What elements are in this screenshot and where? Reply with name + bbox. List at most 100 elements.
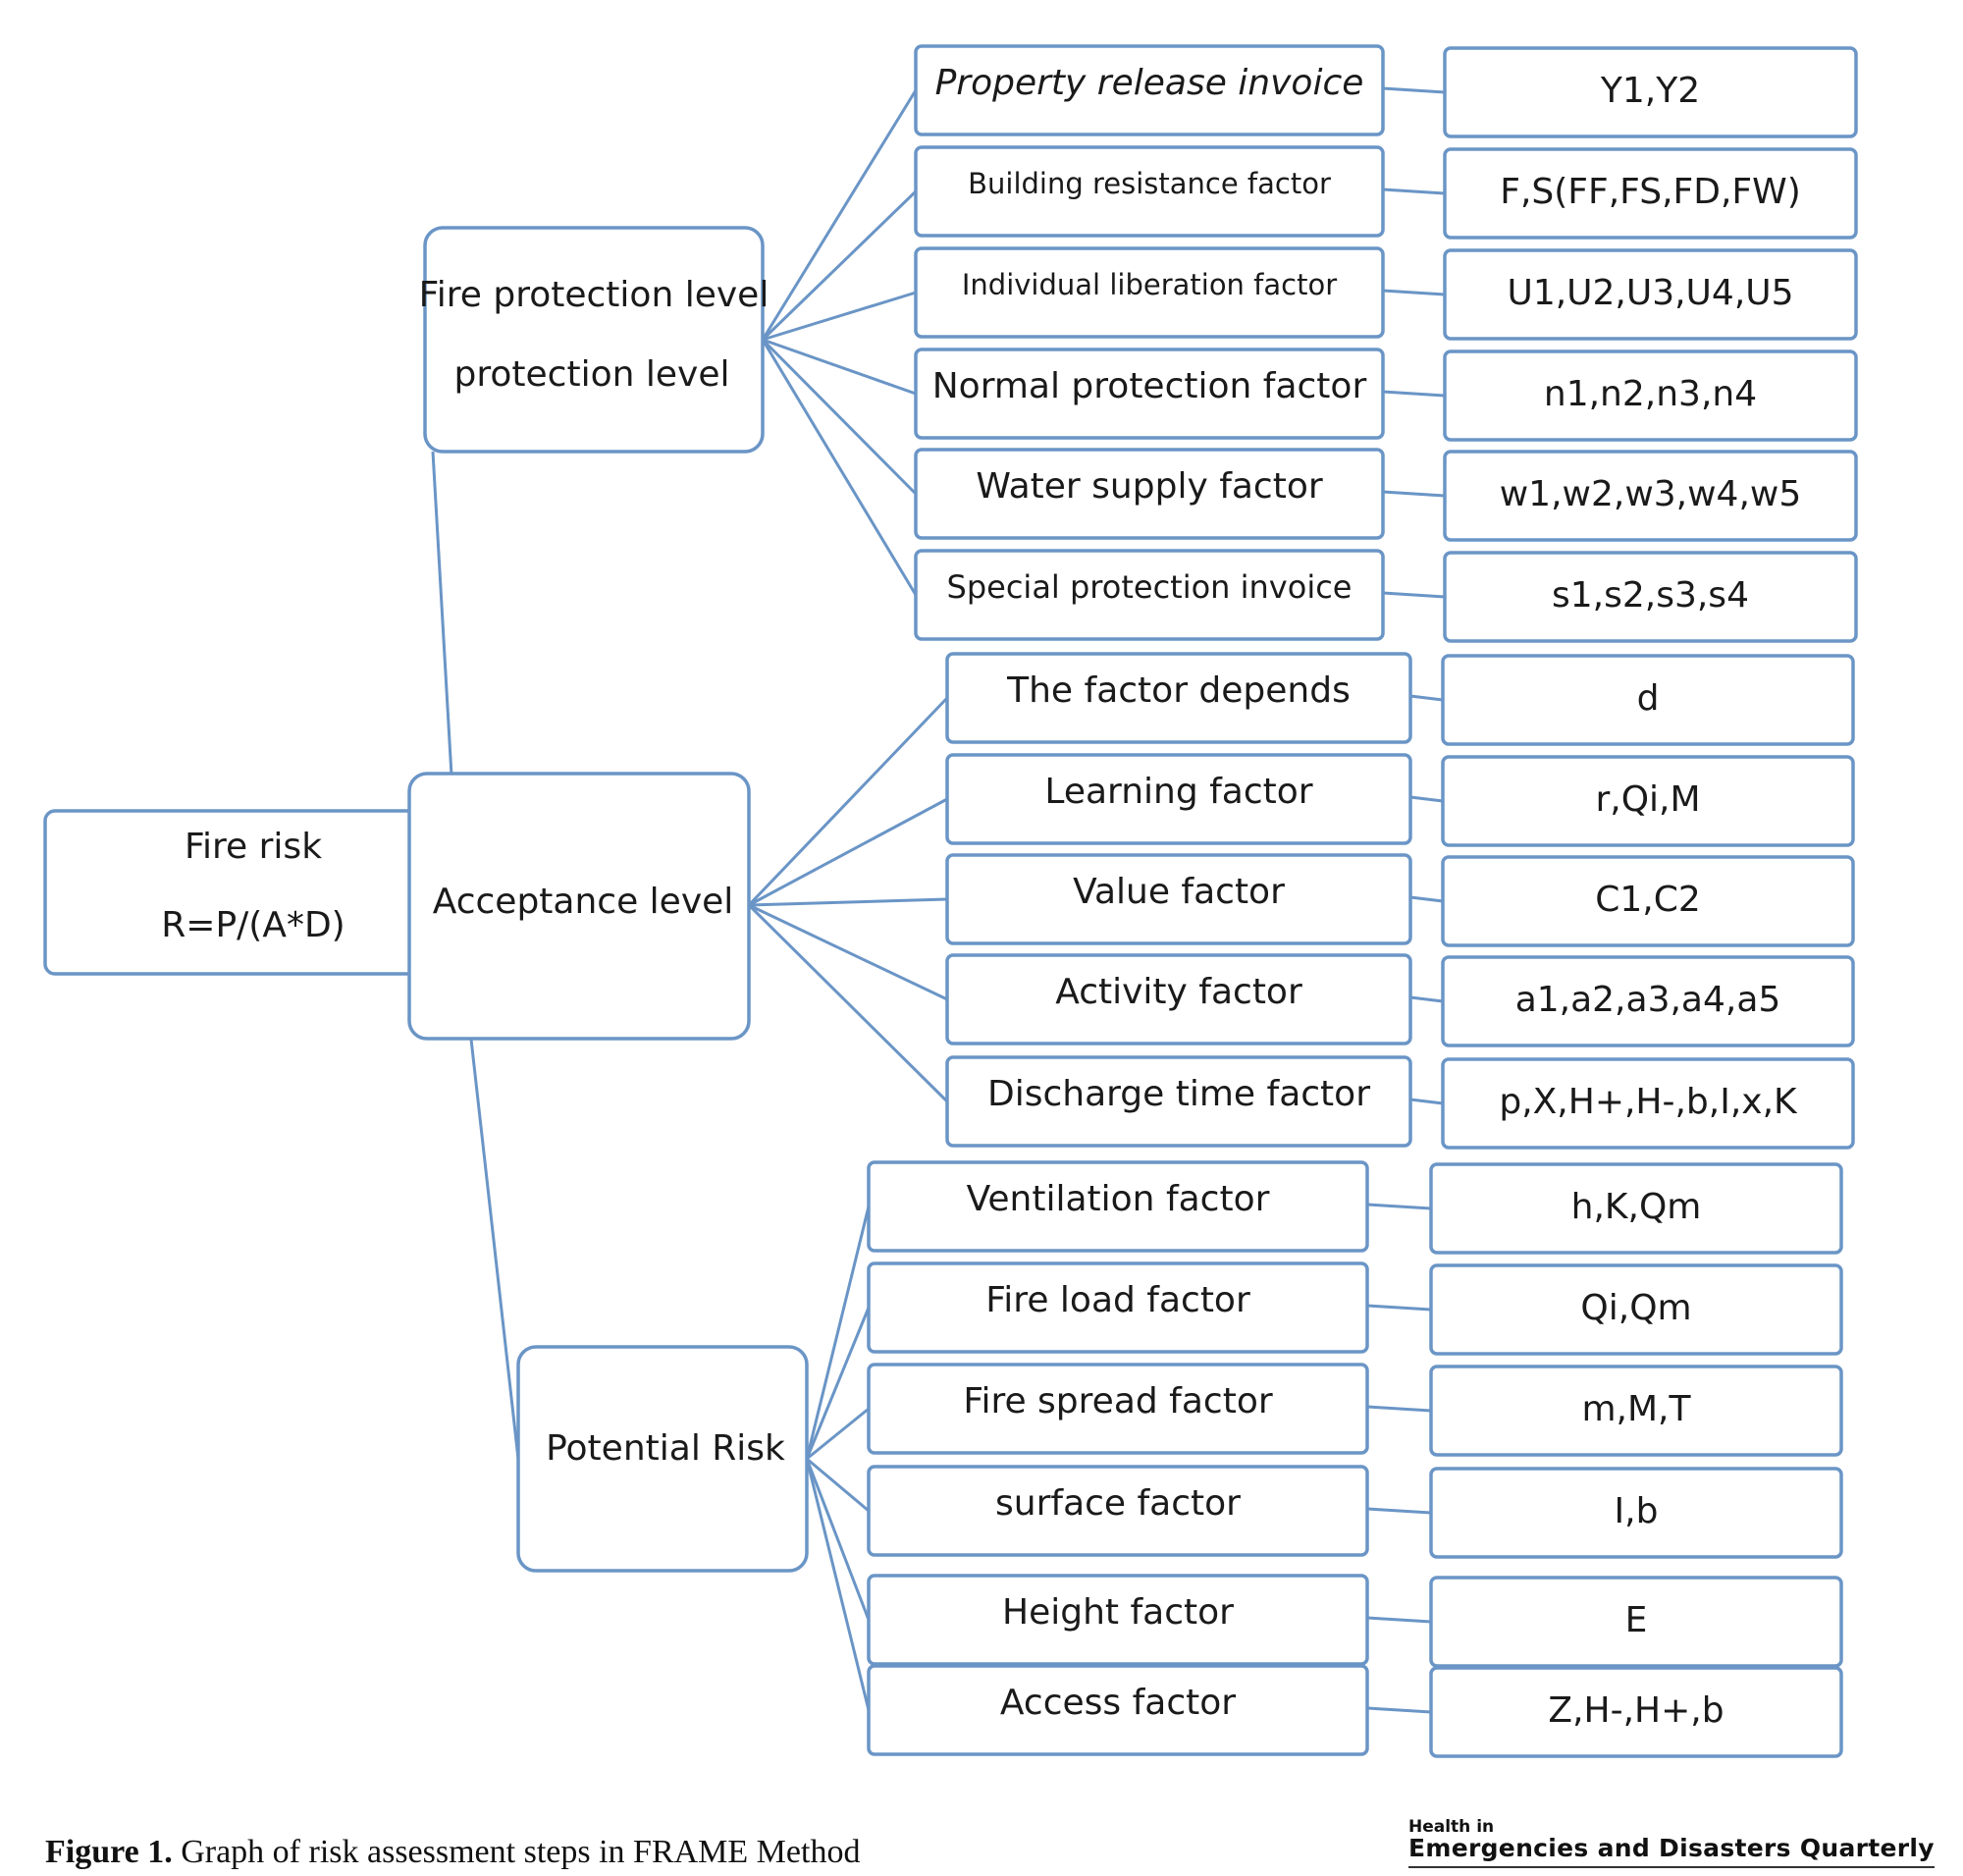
branch-label-line: Potential Risk	[546, 1428, 785, 1469]
trunk-connector-upper	[431, 451, 453, 777]
params-label: h,K,Qm	[1571, 1187, 1702, 1227]
factor-label: Building resistance factor	[968, 167, 1331, 200]
factor-box	[867, 1160, 1369, 1253]
factor-to-params-connector	[1409, 795, 1444, 803]
factor-box	[914, 44, 1385, 136]
branch-to-factor-connector	[748, 897, 948, 907]
factor-to-params-connector	[1366, 1706, 1432, 1714]
factor-label: Learning factor	[1044, 772, 1312, 812]
factor-to-params-connector	[1366, 1203, 1432, 1210]
caption-text: Graph of risk assessment steps in FRAME …	[181, 1834, 861, 1870]
branch-box	[423, 226, 765, 454]
branch-label-line: Acceptance level	[433, 882, 734, 922]
factor-label: Activity factor	[1055, 972, 1302, 1012]
factor-to-params-connector	[1366, 1304, 1432, 1312]
factor-label: Individual liberation factor	[962, 268, 1337, 301]
factor-box	[914, 549, 1385, 641]
params-box	[1443, 147, 1858, 240]
factor-to-params-connector	[1409, 694, 1444, 702]
factor-label: Special protection invoice	[947, 568, 1353, 606]
root-formula: R=P/(A*D)	[161, 905, 345, 945]
branch-to-factor-connector	[747, 696, 949, 907]
params-box	[1429, 1666, 1843, 1758]
factor-box	[945, 1055, 1412, 1148]
factor-to-params-connector	[1366, 1616, 1432, 1624]
branch-to-factor-connector	[805, 1206, 871, 1460]
params-label: C1,C2	[1595, 880, 1701, 920]
factor-label: Fire load factor	[985, 1280, 1250, 1320]
branch-to-factor-connector	[762, 338, 917, 396]
branch-to-factor-connector	[761, 89, 918, 341]
branch-to-factor-connector	[748, 903, 948, 1001]
branch-box	[516, 1345, 809, 1573]
branch-to-factor-connector	[761, 339, 918, 596]
factor-box	[914, 348, 1385, 440]
factor-box	[867, 1363, 1369, 1455]
params-box	[1443, 551, 1858, 643]
frame-risk-diagram: Fire risk R=P/(A*D) Fire protection leve…	[43, 44, 1858, 1758]
factor-label: Normal protection factor	[932, 366, 1367, 406]
factor-box	[945, 652, 1412, 744]
factor-to-params-connector	[1366, 1405, 1432, 1413]
params-label: a1,a2,a3,a4,a5	[1515, 980, 1781, 1020]
factor-box	[914, 246, 1385, 339]
factor-label: Water supply factor	[976, 466, 1323, 507]
branch-to-factor-connector	[805, 1307, 871, 1460]
branch-acceptance: Acceptance level	[407, 772, 751, 1041]
factor-box	[867, 1261, 1369, 1354]
branch-potential-risk: Potential Risk	[516, 1345, 809, 1573]
branch-fire-protection: Fire protection level protection level	[419, 226, 769, 454]
params-box	[1441, 654, 1855, 746]
params-label: m,M,T	[1581, 1389, 1691, 1429]
params-box	[1443, 46, 1858, 138]
branch-label-line: protection level	[454, 354, 730, 395]
factor-to-params-connector	[1366, 1507, 1432, 1515]
params-box	[1429, 1162, 1843, 1255]
branch-to-factor-connector	[762, 291, 917, 342]
logo-line-2: Emergencies and Disasters Quarterly	[1408, 1836, 1935, 1868]
params-box	[1429, 1576, 1843, 1668]
factor-label: Value factor	[1073, 872, 1285, 912]
factor-box	[945, 753, 1412, 845]
factor-to-params-connector	[1382, 390, 1446, 398]
params-label: Z,H-,H+,b	[1548, 1690, 1724, 1731]
branch-to-factor-connector	[806, 1407, 870, 1461]
factor-to-params-connector	[1409, 995, 1444, 1003]
figure-caption: Figure 1. Graph of risk assessment steps…	[45, 1834, 860, 1871]
params-label: Qi,Qm	[1580, 1288, 1691, 1328]
params-label: r,Qi,M	[1595, 779, 1700, 820]
factor-to-params-connector	[1409, 1098, 1444, 1105]
branch-to-factor-connector	[805, 1458, 871, 1621]
params-box	[1443, 450, 1858, 542]
branch-to-factor-connector	[761, 338, 918, 496]
branch-to-factor-connector	[748, 797, 948, 907]
params-label: d	[1637, 678, 1660, 719]
factor-box	[867, 1664, 1369, 1756]
factor-to-params-connector	[1382, 188, 1446, 195]
params-label: F,S(FF,FS,FD,FW)	[1500, 172, 1801, 212]
factor-to-params-connector	[1382, 490, 1446, 498]
params-label: U1,U2,U3,U4,U5	[1507, 273, 1793, 313]
factor-to-params-connector	[1382, 591, 1446, 599]
factor-to-params-connector	[1382, 289, 1446, 296]
params-box	[1441, 955, 1855, 1047]
params-box	[1429, 1263, 1843, 1356]
factor-box	[914, 448, 1385, 540]
factor-box	[945, 953, 1412, 1045]
params-label: s1,s2,s3,s4	[1552, 575, 1749, 616]
factor-to-params-connector	[1409, 895, 1444, 903]
logo-line-1: Health in	[1408, 1817, 1495, 1837]
caption-label: Figure 1.	[45, 1834, 173, 1870]
branch-to-factor-connector	[761, 189, 918, 342]
factor-label: Property release invoice	[935, 63, 1364, 103]
params-box	[1441, 755, 1855, 847]
factor-box	[867, 1574, 1369, 1666]
params-label: p,X,H+,H-,b,I,x,K	[1499, 1082, 1798, 1122]
branch-label-line: Fire protection level	[419, 275, 769, 315]
factor-to-params-connector	[1382, 86, 1446, 94]
factor-box	[867, 1465, 1369, 1557]
params-box	[1429, 1467, 1843, 1559]
factor-label: Discharge time factor	[987, 1074, 1370, 1114]
factor-box	[914, 145, 1385, 238]
